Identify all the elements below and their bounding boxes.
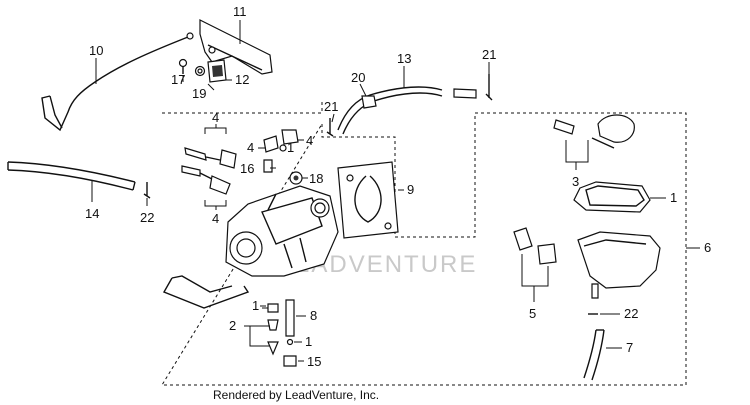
needle-jet-holder-part-8 [285, 299, 295, 337]
callout-4-mid: 4 [247, 140, 254, 155]
callout-18: 18 [309, 171, 323, 186]
callout-20: 20 [351, 70, 365, 85]
callout-10: 10 [89, 43, 103, 58]
washer-part-1 [279, 144, 287, 152]
callout-1-bowl: 1 [670, 190, 677, 205]
gasket-part-9 [337, 161, 399, 239]
callout-17: 17 [171, 72, 185, 87]
plug-part-18 [289, 171, 303, 185]
clip-part-20 [361, 95, 377, 109]
callout-3: 3 [572, 174, 579, 189]
callout-2: 2 [229, 318, 236, 333]
callout-21-right: 21 [482, 47, 496, 62]
callout-13: 13 [397, 51, 411, 66]
callout-labels: 11 10 17 19 12 13 20 21 21 4 4 4 4 1 16 … [85, 4, 711, 369]
callout-8: 8 [310, 308, 317, 323]
gasket-part-1-bowl [573, 181, 651, 213]
choke-link-rod [162, 275, 250, 309]
callout-15: 15 [307, 354, 321, 369]
callout-7: 7 [626, 340, 633, 355]
main-jet-part-2 [267, 303, 279, 356]
float-chamber-part-6 [577, 231, 661, 299]
callout-16: 16 [240, 161, 254, 176]
drain-screw-part-5 [513, 227, 557, 265]
fuel-tube-part-13 [337, 86, 477, 135]
callout-22-left: 22 [140, 210, 154, 225]
screw-part-16 [263, 159, 273, 173]
clip-part-22-left [143, 182, 151, 199]
callout-4-lower: 4 [212, 211, 219, 226]
leader-lines [91, 20, 700, 362]
callout-12: 12 [235, 72, 249, 87]
o-ring-part-1 [286, 338, 294, 346]
screw-part-4-lower [181, 165, 231, 195]
callout-11: 11 [233, 4, 247, 19]
callout-14: 14 [85, 206, 99, 221]
float-valve-part-3 [553, 114, 635, 149]
callout-5: 5 [529, 306, 536, 321]
callout-4-upper: 4 [212, 110, 219, 125]
clamp-part-12 [207, 59, 227, 83]
washer-part-19 [194, 65, 206, 77]
callout-1-upper: 1 [287, 140, 294, 155]
screw-part-17 [178, 58, 188, 74]
carburetor-body [225, 185, 339, 277]
callout-1-lower: 1 [305, 334, 312, 349]
plug-part-15 [283, 355, 297, 367]
footer-credit: Rendered by LeadVenture, Inc. [213, 388, 379, 402]
throttle-rod-part-10 [41, 32, 194, 132]
carburetor-assembly-frame [161, 102, 687, 386]
hose-part-14 [7, 161, 136, 191]
callout-21-left: 21 [324, 99, 338, 114]
callout-9: 9 [407, 182, 414, 197]
clip-part-21-right [485, 74, 493, 101]
screw-part-4-upper [184, 147, 237, 169]
bracket-part-11 [199, 19, 273, 75]
callout-19: 19 [192, 86, 206, 101]
callout-1-jet: 1 [252, 298, 259, 313]
drain-tube-part-7 [583, 329, 605, 381]
callout-6: 6 [704, 240, 711, 255]
clip-part-21-left [326, 118, 334, 137]
callout-22-right: 22 [624, 306, 638, 321]
callout-4-right: 4 [306, 133, 313, 148]
